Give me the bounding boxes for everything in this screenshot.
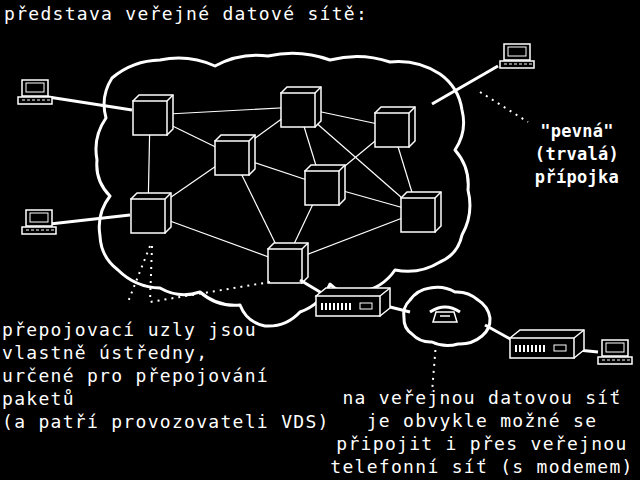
terminals [18,44,632,364]
access-lines [42,66,598,352]
telephone [430,307,460,322]
owner-note: (a patří provozovateli VDS) [2,410,342,433]
connection-note: "pevná" (trvalá) přípojka [520,120,634,189]
diagram-title: představa veřejné datové sítě: [4,2,424,25]
node-links [148,107,418,263]
network-cloud [96,53,470,326]
phone-cloud [404,287,490,345]
modems [316,288,584,358]
switching-nodes [131,87,441,283]
nodes-note: přepojovací uzly jsou vlastně ústředny, … [2,318,284,410]
dialup-note: na veřejnou datovou síť je obvykle možné… [328,386,636,478]
